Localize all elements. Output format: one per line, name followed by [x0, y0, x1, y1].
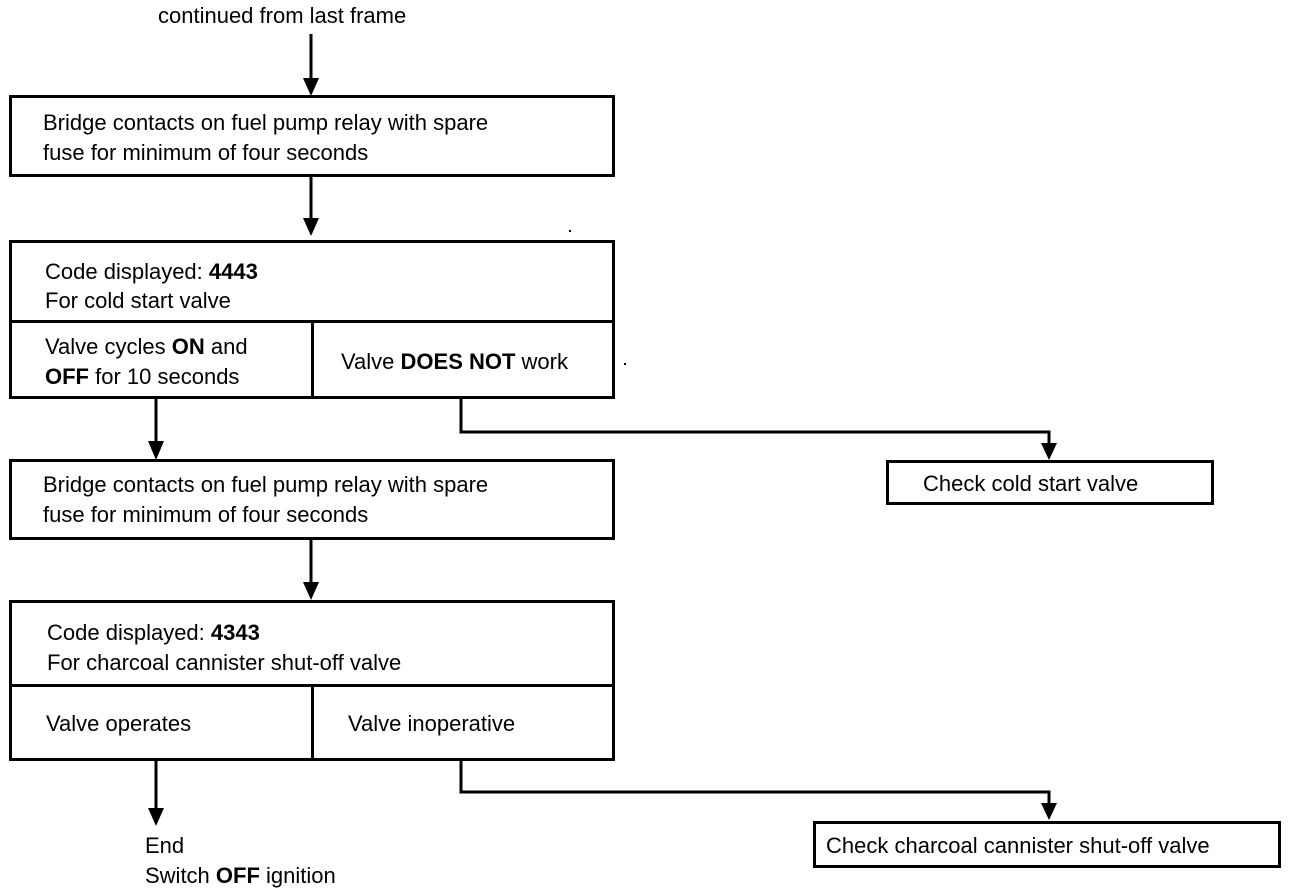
outcome-left-line2: OFF for 10 seconds: [45, 362, 239, 392]
step-text-line1: Bridge contacts on fuel pump relay with …: [43, 110, 489, 135]
end-label: End: [145, 833, 185, 858]
step-text-line2: fuse for minimum of four seconds: [43, 140, 369, 165]
arrow-test2-to-side2: [459, 760, 1051, 806]
arrowhead: [148, 808, 164, 826]
side-box-text: Check cold start valve: [923, 471, 1139, 496]
arrow-test1-to-side1: [459, 397, 1051, 446]
test-subtitle: For charcoal cannister shut-off valve: [47, 650, 402, 675]
scan-speck: [624, 363, 626, 365]
arrowhead: [1041, 443, 1057, 460]
code-value: 4343: [210, 620, 260, 645]
code-prefix: Code displayed:: [45, 259, 209, 284]
outcome-text: and: [204, 334, 248, 359]
end-emphasis: OFF: [215, 863, 260, 888]
end-text: ignition: [259, 863, 336, 888]
outcome-text: work: [515, 349, 568, 374]
test-subtitle: For cold start valve: [45, 288, 231, 313]
outcome-emphasis: DOES NOT: [400, 349, 516, 374]
step-box-2: Bridge contacts on fuel pump relay with …: [9, 459, 615, 540]
outcome-left: Valve operates: [46, 711, 192, 736]
outcome-text: Valve cycles: [45, 334, 172, 359]
arrowhead: [1041, 803, 1057, 820]
step-box-1: Bridge contacts on fuel pump relay with …: [9, 95, 615, 177]
outcome-text: Valve: [341, 349, 401, 374]
test-code-line: Code displayed: 4343: [47, 618, 260, 648]
arrowhead: [303, 78, 319, 96]
outcome-emphasis: ON: [171, 334, 205, 359]
outcome-right: Valve DOES NOT work: [341, 347, 568, 377]
side-box-2: Check charcoal cannister shut-off valve: [813, 821, 1281, 868]
scan-speck: [569, 230, 571, 232]
outcome-text: for 10 seconds: [89, 364, 240, 389]
start-label: continued from last frame: [158, 3, 407, 28]
outcome-left-line1: Valve cycles ON and: [45, 332, 248, 362]
end-text: Switch: [145, 863, 216, 888]
divider: [311, 684, 314, 761]
code-value: 4443: [208, 259, 258, 284]
test-box-2: Code displayed: 4343 For charcoal cannis…: [9, 600, 615, 761]
test-box-1: Code displayed: 4443 For cold start valv…: [9, 240, 615, 399]
side-box-1: Check cold start valve: [886, 460, 1214, 505]
arrowhead: [148, 441, 164, 460]
test-code-line: Code displayed: 4443: [45, 257, 258, 287]
arrowhead: [303, 218, 319, 236]
outcome-emphasis: OFF: [45, 364, 89, 389]
outcome-right: Valve inoperative: [348, 711, 516, 736]
side-box-text: Check charcoal cannister shut-off valve: [826, 833, 1210, 858]
arrowhead: [303, 582, 319, 600]
divider: [311, 320, 314, 399]
end-instruction: Switch OFF ignition: [145, 861, 336, 891]
step-text-line2: fuse for minimum of four seconds: [43, 502, 369, 527]
code-prefix: Code displayed:: [47, 620, 211, 645]
step-text-line1: Bridge contacts on fuel pump relay with …: [43, 472, 489, 497]
